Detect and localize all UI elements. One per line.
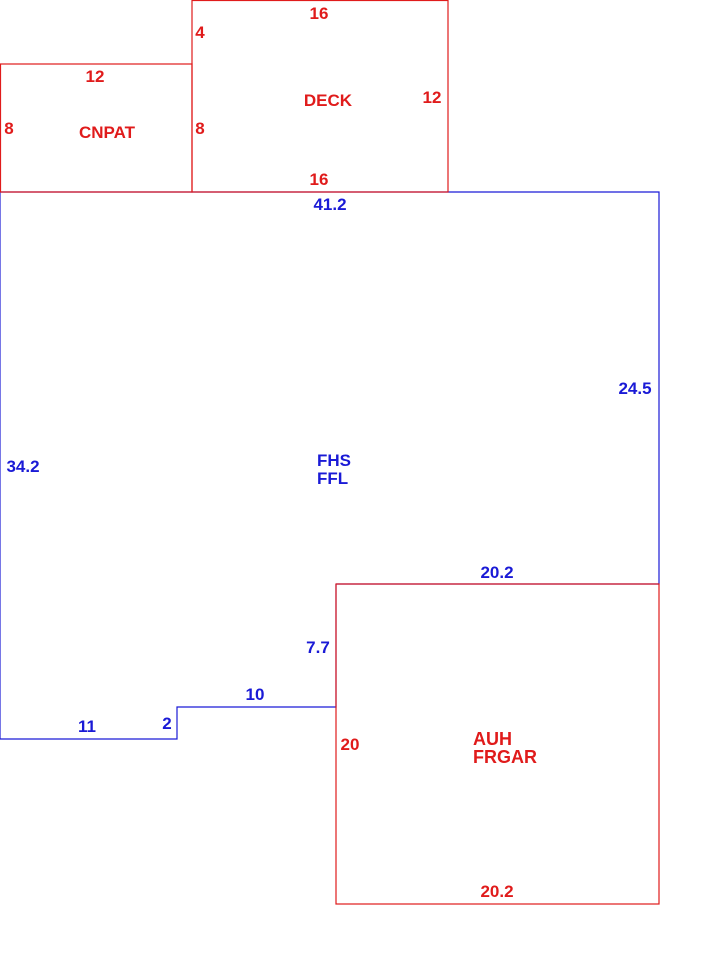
main-dim-garage-edge: 20.2 <box>480 563 513 582</box>
main-dim-step-horizontal: 10 <box>246 685 265 704</box>
main-dim-right: 24.5 <box>618 379 651 398</box>
main-dim-small-jog: 2 <box>162 714 171 733</box>
main-dim-left: 34.2 <box>6 457 39 476</box>
porch-dim-top: 12 <box>86 67 105 86</box>
main-dim-top: 41.2 <box>313 195 346 214</box>
main-house-outline <box>0 191 660 740</box>
deck-dim-bottom: 16 <box>310 170 329 189</box>
deck-dim-top: 16 <box>310 4 329 23</box>
main-label-line2: FFL <box>317 469 348 488</box>
deck-dim-left-lower: 8 <box>195 119 204 138</box>
garage-outline <box>335 583 660 905</box>
deck-dim-left: 4 <box>195 23 205 42</box>
garage-label-line2: FRGAR <box>473 747 537 767</box>
porch-label: CNPAT <box>79 123 136 142</box>
main-dim-bottom-left: 11 <box>78 717 96 736</box>
porch-dim-left: 8 <box>4 119 13 138</box>
deck-label: DECK <box>304 91 353 110</box>
main-dim-step-vertical: 7.7 <box>306 638 330 657</box>
deck-dim-right: 12 <box>423 88 442 107</box>
porch-outline <box>0 63 193 193</box>
garage-label-line1: AUH <box>473 729 512 749</box>
garage-dim-bottom: 20.2 <box>480 882 513 901</box>
garage-dim-left: 20 <box>341 735 360 754</box>
main-label-line1: FHS <box>317 451 351 470</box>
